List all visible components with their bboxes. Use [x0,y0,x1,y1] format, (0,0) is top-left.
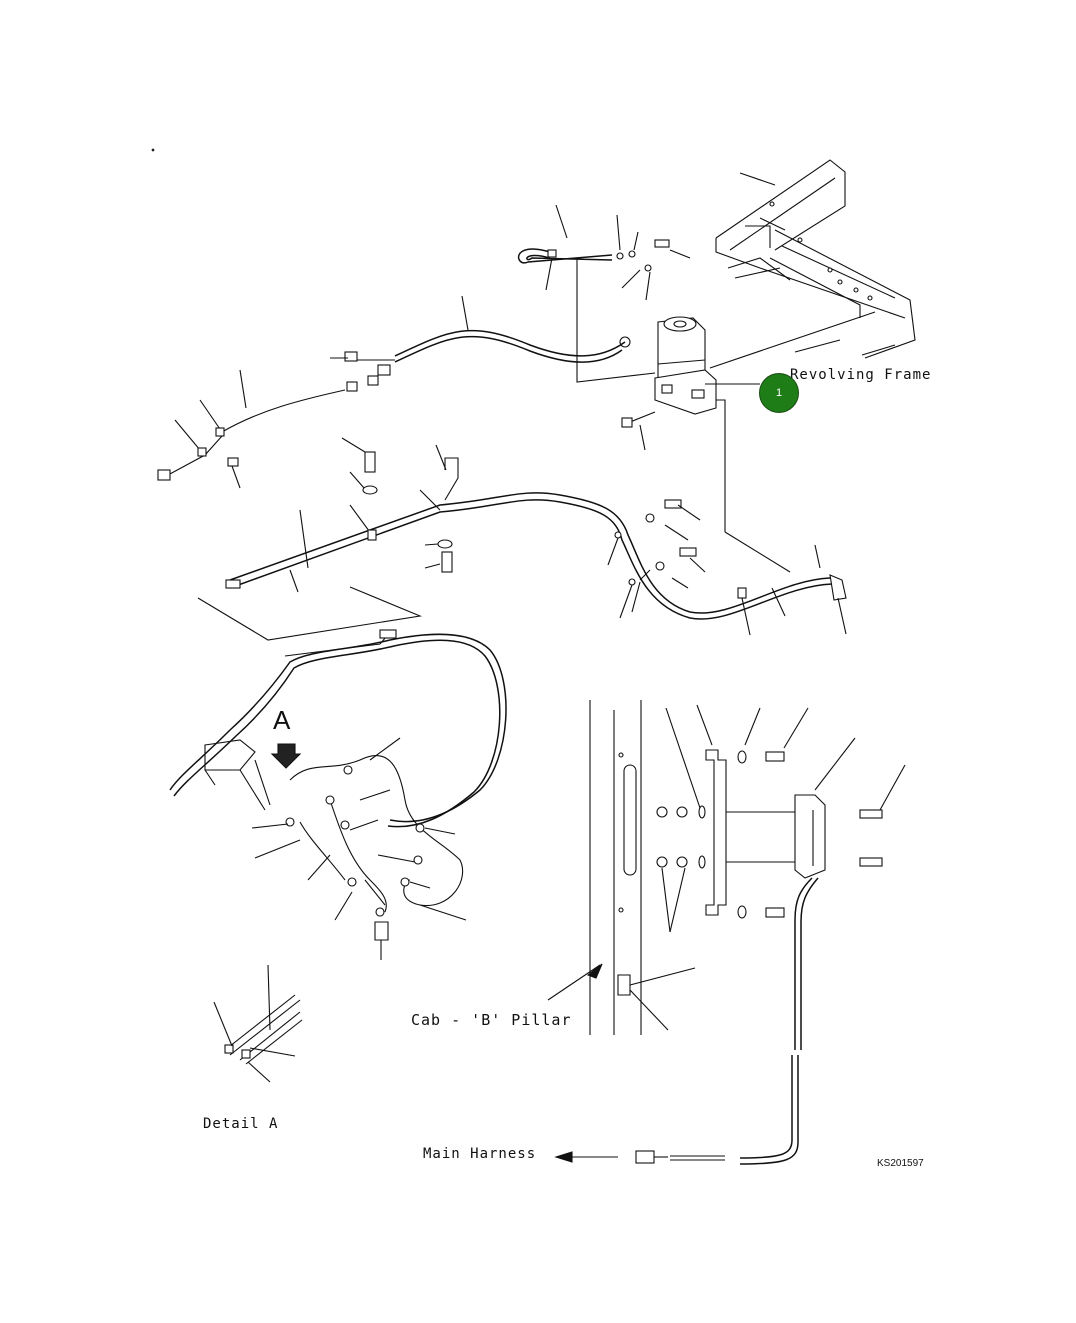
lower-left-harness [169,629,507,960]
part-callout-number: 1 [775,387,783,399]
cab-pillar-label: Cab - 'B' Pillar [411,1011,572,1029]
bracket-assembly [554,704,906,1165]
revolving-frame-drawing [709,159,916,369]
top-hose-assembly [517,204,691,383]
detail-a-label: Detail A [203,1116,279,1132]
pump-unit-drawing [619,316,791,573]
drawing-code: KS201597 [877,1158,924,1169]
middle-tube-run [197,437,847,641]
view-a-label: A [273,705,291,735]
revolving-frame-label: Revolving Frame [790,367,932,383]
detail-a-drawing [213,964,303,1083]
part-callout-1[interactable]: 1 [759,373,799,413]
main-harness-label: Main Harness [423,1146,537,1162]
upper-harness [157,295,626,489]
cab-pillar-drawing [547,700,696,1035]
